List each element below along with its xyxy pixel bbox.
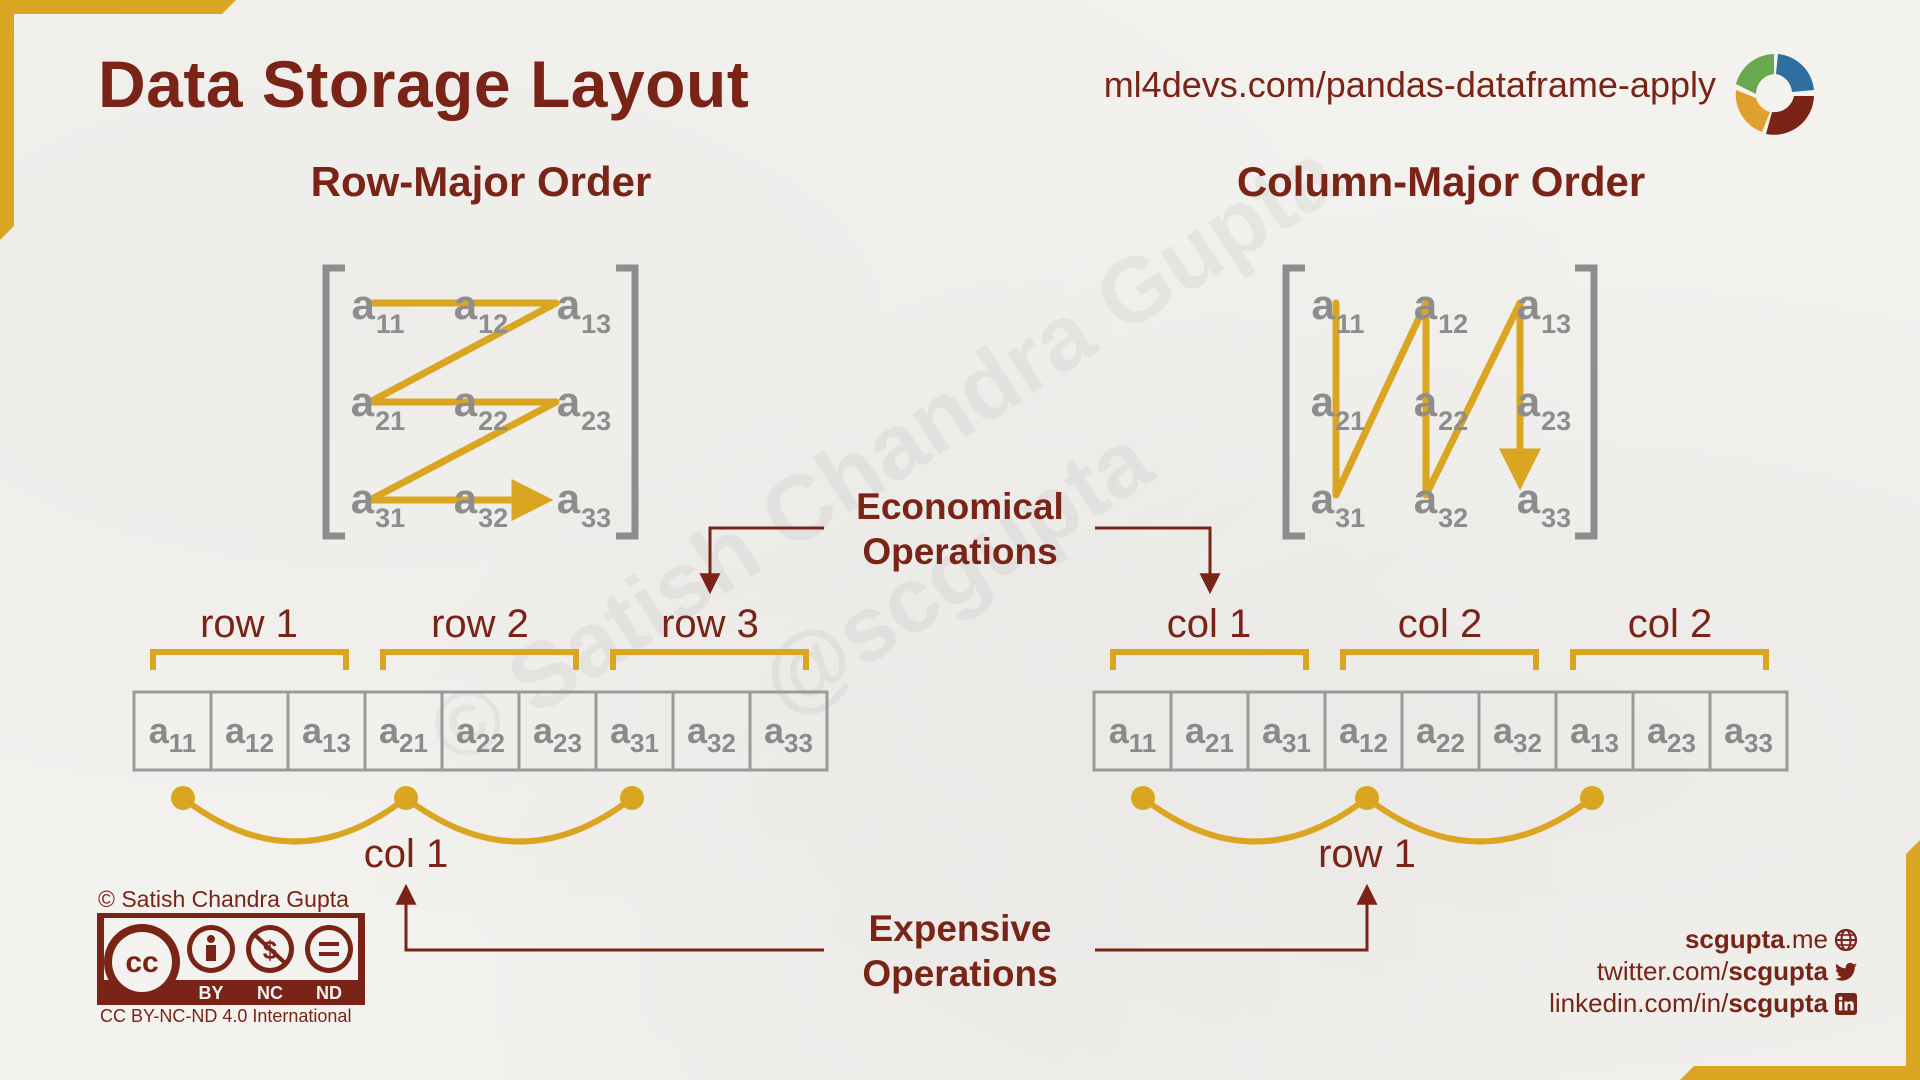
column-major-matrix-element-a32: a32 bbox=[1413, 475, 1469, 533]
page-title: Data Storage Layout bbox=[98, 47, 750, 121]
row-major-jump-label: col 1 bbox=[363, 832, 449, 876]
row-major-matrix-element-a12: a12 bbox=[453, 281, 509, 339]
column-major-heading: Column-Major Order bbox=[1236, 158, 1646, 205]
col-group-label-3: col 2 bbox=[1627, 602, 1713, 646]
column-major-storage-boxes bbox=[1092, 690, 1789, 772]
nd-text: ND bbox=[316, 983, 342, 1003]
globe-icon bbox=[1834, 928, 1858, 952]
column-major-matrix-element-a12: a12 bbox=[1413, 281, 1469, 339]
row-major-matrix-element-a13: a13 bbox=[556, 281, 612, 339]
website-handle: scgupta bbox=[1684, 924, 1785, 954]
nc-text: NC bbox=[257, 983, 283, 1003]
expensive-operations-label: Expensive Operations bbox=[862, 906, 1057, 996]
article-url: ml4devs.com/pandas-dataframe-apply bbox=[1103, 64, 1716, 105]
column-major-group-braces bbox=[1110, 649, 1769, 670]
by-text: BY bbox=[198, 983, 223, 1003]
economical-line-2: Operations bbox=[862, 531, 1058, 572]
row-major-matrix-element-a31: a31 bbox=[350, 475, 406, 533]
cc-license-badge-icon: cc $ BY NC ND bbox=[97, 913, 365, 1005]
row-major-matrix-element-a23: a23 bbox=[556, 378, 612, 436]
column-major-matrix-element-a21: a21 bbox=[1310, 378, 1366, 436]
twitter-icon bbox=[1834, 960, 1858, 984]
column-major-jump-arcs bbox=[1141, 795, 1594, 845]
license-caption: CC BY-NC-ND 4.0 International bbox=[100, 1006, 352, 1026]
column-major-matrix-element-a13: a13 bbox=[1516, 281, 1572, 339]
linkedin-icon bbox=[1834, 992, 1858, 1016]
economical-arrows bbox=[699, 526, 1221, 595]
row-major-matrix-element-a33: a33 bbox=[556, 475, 612, 533]
row-major-jump-dots bbox=[171, 786, 644, 810]
copyright-text: © Satish Chandra Gupta bbox=[98, 886, 349, 912]
column-major-matrix-element-a31: a31 bbox=[1310, 475, 1366, 533]
row-major-matrix-element-a21: a21 bbox=[350, 378, 406, 436]
column-major-matrix-element-a22: a22 bbox=[1413, 378, 1469, 436]
linkedin-handle: scgupta bbox=[1728, 988, 1828, 1018]
column-major-matrix-element-a33: a33 bbox=[1516, 475, 1572, 533]
row-major-storage-boxes bbox=[132, 690, 829, 772]
row-major-matrix-brackets bbox=[322, 264, 639, 540]
row-group-label-3: row 3 bbox=[661, 602, 759, 646]
expensive-arrows bbox=[395, 883, 1378, 952]
row-major-jump-arcs bbox=[181, 795, 634, 845]
expensive-line-2: Operations bbox=[862, 953, 1058, 994]
column-major-matrix-brackets bbox=[1282, 264, 1598, 540]
row-group-label-2: row 2 bbox=[431, 602, 529, 646]
cc-text: cc bbox=[125, 946, 158, 979]
column-major-jump-label: row 1 bbox=[1318, 832, 1416, 876]
row-major-heading: Row-Major Order bbox=[310, 158, 652, 205]
row-major-traversal-path bbox=[366, 299, 560, 521]
column-major-matrix-element-a11: a11 bbox=[1311, 281, 1365, 339]
expensive-line-1: Expensive bbox=[868, 908, 1052, 949]
economical-operations-label: Economical Operations bbox=[856, 484, 1064, 574]
column-major-jump-dots bbox=[1131, 786, 1604, 810]
col-group-label-2: col 2 bbox=[1397, 602, 1483, 646]
twitter-handle: scgupta bbox=[1728, 956, 1828, 986]
col-group-label-1: col 1 bbox=[1166, 602, 1252, 646]
row-group-label-1: row 1 bbox=[200, 602, 298, 646]
social-twitter[interactable]: twitter.com/scgupta bbox=[1597, 956, 1858, 987]
row-major-matrix-element-a22: a22 bbox=[453, 378, 509, 436]
social-website[interactable]: scgupta.me bbox=[1685, 924, 1858, 955]
row-major-matrix-element-a32: a32 bbox=[453, 475, 509, 533]
column-major-matrix-element-a23: a23 bbox=[1516, 378, 1572, 436]
ml4devs-logo-icon bbox=[1735, 54, 1814, 135]
social-linkedin[interactable]: linkedin.com/in/scgupta bbox=[1549, 988, 1858, 1019]
row-major-matrix-element-a11: a11 bbox=[351, 281, 405, 339]
economical-line-1: Economical bbox=[856, 486, 1064, 527]
row-major-group-braces bbox=[150, 649, 809, 670]
column-major-traversal-path bbox=[1332, 299, 1541, 499]
